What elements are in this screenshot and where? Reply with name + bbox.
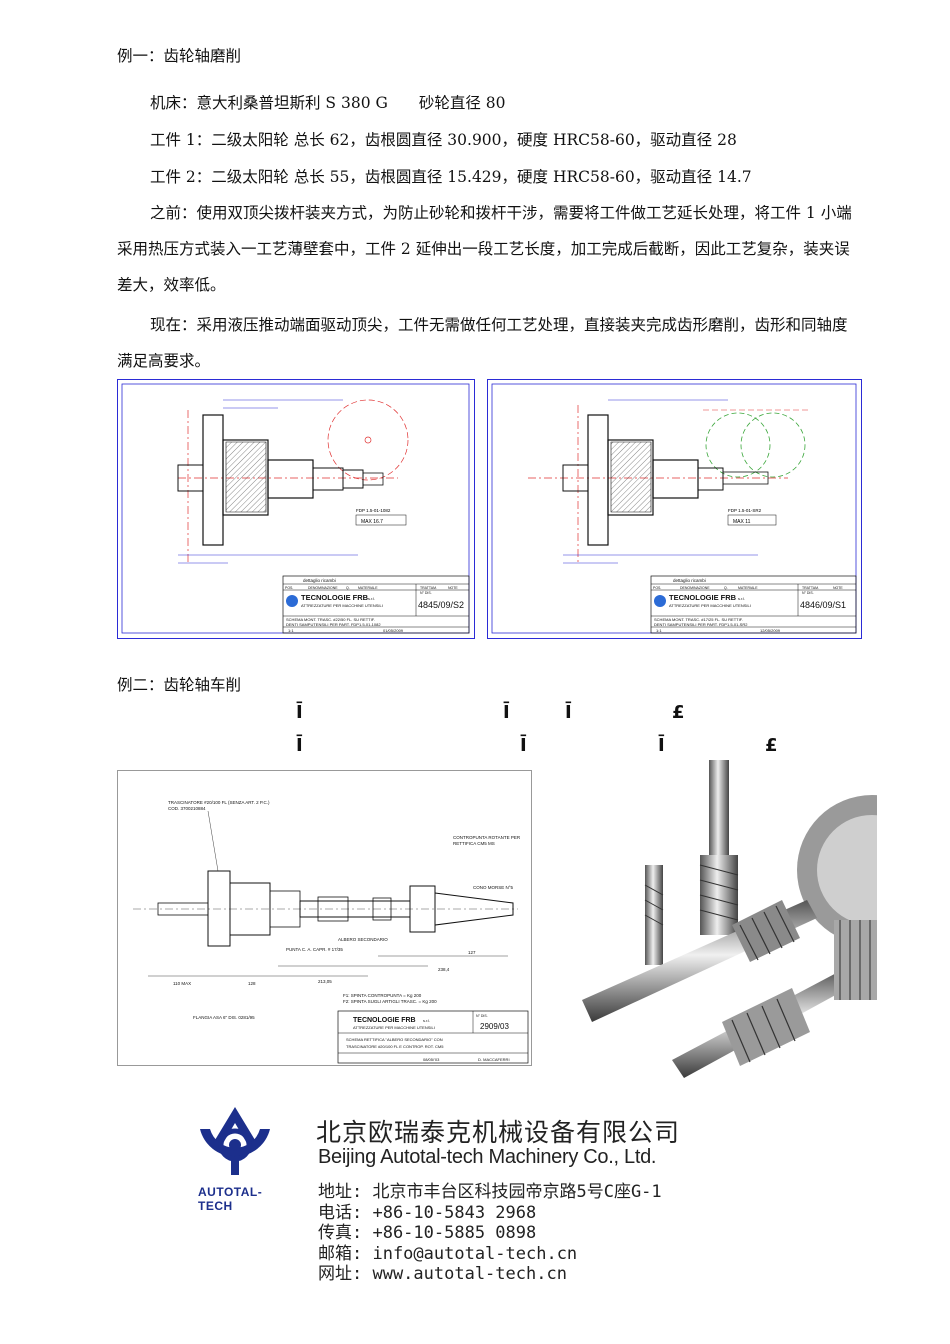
left-company-suffix: s.r.l.	[368, 596, 375, 601]
example1-heading: 例一：齿轮轴磨削	[117, 47, 242, 65]
left-col-q: Q.	[346, 586, 350, 590]
sym-r2-3: Ī	[658, 735, 665, 756]
sym-r2-4: £	[765, 735, 778, 756]
company-logo: AUTOTAL-TECH	[198, 1105, 273, 1213]
label-punta: PUNTA C. A. CAPR. # 17/35	[286, 947, 343, 952]
dim-c: 128	[248, 981, 256, 986]
drawing-right: MAX 11 FDP 1.5-01-SR2 dettaglio ricambi …	[487, 379, 862, 639]
logo-text: AUTOTAL-TECH	[198, 1185, 263, 1213]
bottom-nr-label: N° DIS.	[476, 1014, 488, 1018]
phone-line: 电话: +86-10-5843 2968	[318, 1202, 537, 1223]
bottom-subtitle: ATTREZZATURE PER MACCHINE UTENSILI	[353, 1025, 435, 1030]
right-col-pos: POS.	[653, 586, 661, 590]
sym-r1-2: Ī	[503, 702, 510, 723]
sym-r1-4: £	[672, 702, 685, 723]
address-line: 地址: 北京市丰台区科技园帝京路5号C座G-1	[318, 1182, 662, 1202]
website-line[interactable]: 网址: www.autotal-tech.cn	[318, 1264, 567, 1284]
left-subtitle: ATTREZZATURE PER MACCHINE UTENSILI	[301, 603, 383, 608]
left-col-denom: DENOMINAZIONE	[308, 586, 338, 590]
sym-r1-1: Ī	[296, 702, 303, 723]
label-flangia: FLANGIA ASA 6" DIS. 0281/95	[193, 1015, 255, 1020]
workpiece2-line: 工件 2：二级太阳轮 总长 55，齿根圆直径 15.429，硬度 HRC58-6…	[150, 168, 752, 186]
dim-max: 110 MAX	[173, 981, 191, 986]
bottom-desc2: TRASCINATORE #20/100 FL E CONTROP. ROT. …	[346, 1044, 444, 1049]
left-date: 01/05/2009	[383, 628, 404, 633]
right-scale: 1:1	[656, 628, 662, 633]
example2-heading: 例二：齿轮轴车削	[117, 676, 242, 694]
right-col-tratt: TRATTAM.	[802, 586, 819, 590]
drawing-left: MAX 16.7 FDP 1.5-01-1082 dettaglio ricam…	[117, 379, 475, 639]
company-name-cn: 北京欧瑞泰克机械设备有限公司	[316, 1118, 681, 1147]
dim-b: 127	[468, 950, 476, 955]
bottom-company-suffix: s.r.l.	[423, 1018, 430, 1023]
drawing-bottom: 110 MAX 128 213,05 238,4 127 TRASCINATOR…	[117, 770, 532, 1066]
company-name-en: Beijing Autotal-tech Machinery Co., Ltd.	[318, 1146, 657, 1168]
dim-a: 238,4	[438, 967, 450, 972]
left-nr-label: N° DIS.	[420, 591, 432, 595]
label-f2: F2: SPINTA SUGLI ARTIGLI TRASC. = Kg 200	[343, 999, 437, 1004]
autotal-logo-icon	[200, 1107, 270, 1175]
bottom-author: D. MACCAFERRI	[478, 1057, 510, 1062]
bottom-company: TECNOLOGIE FRB	[353, 1017, 416, 1024]
right-date: 12/05/2009	[760, 628, 781, 633]
right-title-header: dettaglio ricambi	[673, 578, 706, 583]
email-line[interactable]: 邮箱: info@autotal-tech.cn	[318, 1243, 578, 1264]
right-dim1: MAX 11	[733, 519, 751, 525]
left-dim1: MAX 16.7	[361, 519, 383, 525]
right-drawing-number: 4846/09/S1	[800, 600, 846, 610]
right-dim2: FDP 1.5-01-SR2	[728, 508, 762, 513]
label-contro: CONTROPUNTA ROTANTE PER	[453, 835, 521, 840]
bottom-date: 08/05/'03	[423, 1057, 440, 1062]
right-col-note: NOTE	[833, 586, 843, 590]
right-desc2: DENTI SAMPUTENSILI PER PART. FDP1.5-01-S…	[654, 622, 748, 627]
label-albero: ALBERO SECONDARIO	[338, 937, 388, 942]
contact-block: 地址: 北京市丰台区科技园帝京路5号C座G-1 电话: +86-10-5843 …	[318, 1182, 662, 1285]
left-scale: 1:1	[288, 628, 294, 633]
dim-total: 213,05	[318, 979, 332, 984]
left-title-header: dettaglio ricambi	[303, 578, 336, 583]
fax-line: 传真: +86-10-5885 0898	[318, 1223, 537, 1243]
left-col-note: NOTE	[448, 586, 458, 590]
right-company-suffix: s.r.l.	[738, 596, 745, 601]
before-paragraph: 之前：使用双顶尖拨杆装夹方式，为防止砂轮和拨杆干涉，需要将工件做工艺延长处理，将…	[117, 204, 852, 294]
right-nr-label: N° DIS.	[802, 591, 814, 595]
right-col-mat: MATERIALE	[738, 586, 758, 590]
right-col-denom: DENOMINAZIONE	[680, 586, 710, 590]
left-col-tratt: TRATTAM.	[420, 586, 437, 590]
workpiece1-line: 工件 1：二级太阳轮 总长 62，齿根圆直径 30.900，硬度 HRC58-6…	[150, 131, 737, 149]
bottom-desc1: SCHEMA RETTIFICA "ALBERO SECONDARIO" CON	[346, 1037, 443, 1042]
left-dim2: FDP 1.5-01-1082	[356, 508, 391, 513]
label-cono: CONO MORSE N°5	[473, 885, 514, 890]
left-company: TECNOLOGIE FRB	[301, 593, 369, 602]
right-col-q: Q.	[724, 586, 728, 590]
machine-line: 机床：意大利桑普坦斯利 S 380 G 砂轮直径 80	[150, 94, 506, 112]
sym-r1-3: Ī	[565, 702, 572, 723]
left-desc1: SCHEMA MONT. TRASC. #22/50 FL. SU RETTIF…	[286, 617, 375, 622]
left-drawing-number: 4845/09/S2	[418, 600, 464, 610]
left-desc2: DENTI SAMPUTENSILI PER PART. FDP1.5-01-1…	[286, 622, 381, 627]
label-trasc: TRASCINATORE #20/100 FL (SENZA ART. 2 P.…	[168, 800, 270, 805]
label-contro2: RETTIFICA CM5 MS	[453, 841, 495, 846]
now-paragraph: 现在：采用液压推动端面驱动顶尖，工件无需做任何工艺处理，直接装夹完成齿形磨削，齿…	[117, 316, 848, 370]
right-company: TECNOLOGIE FRB	[669, 593, 737, 602]
left-col-mat: MATERIALE	[358, 586, 378, 590]
sym-r2-1: Ī	[296, 735, 303, 756]
label-trasc-cod: COD. 3700210884	[168, 806, 206, 811]
sym-r2-2: Ī	[520, 735, 527, 756]
bottom-drawing-number: 2909/03	[480, 1022, 509, 1031]
gear-shafts-photo	[572, 760, 877, 1100]
left-col-pos: POS.	[285, 586, 293, 590]
right-desc1: SCHEMA MONT. TRASC. #17/25 FL. SU RETTIF…	[654, 617, 743, 622]
label-f1: F1: SPINTA CONTROPUNTA = Kg 200	[343, 993, 422, 998]
right-subtitle: ATTREZZATURE PER MACCHINE UTENSILI	[669, 603, 751, 608]
